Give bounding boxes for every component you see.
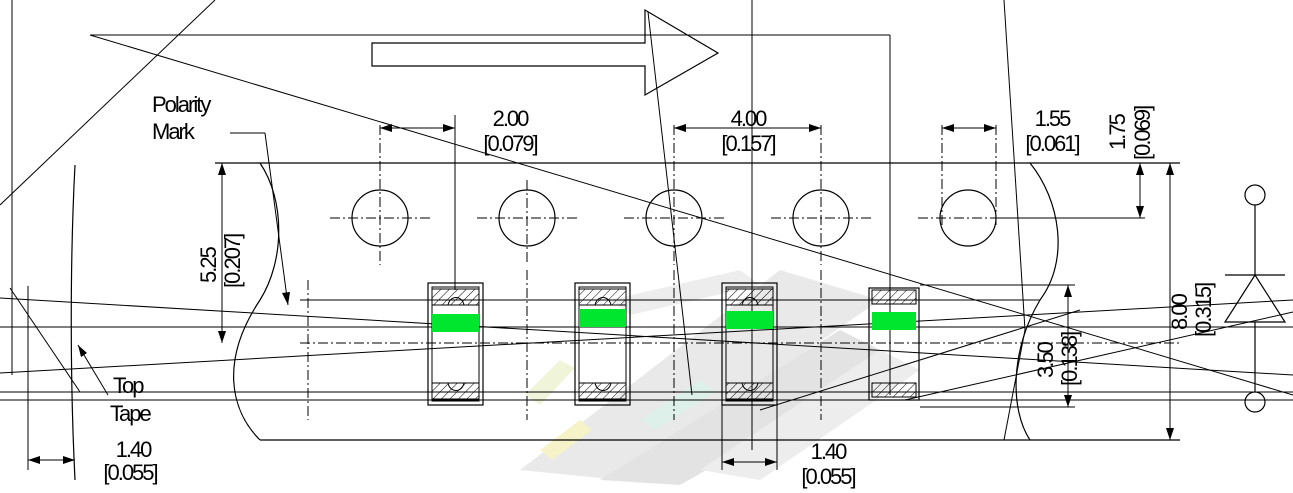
dim-cavity-width-inch: [0.055]: [801, 464, 855, 489]
dim-edge-to-hole-mm: 1.75: [1105, 113, 1130, 150]
dim-pitch-sprocket-inch: [0.157]: [721, 131, 775, 156]
top-label: Top: [113, 373, 144, 398]
dim-hole-to-cavity-inch: [0.207]: [220, 234, 245, 288]
sprocket-hole: [477, 180, 579, 265]
dim-tape-width-inch: [0.315]: [1191, 283, 1216, 337]
dim-cover-thickness-inch: [0.055]: [103, 460, 157, 485]
dim-hole-diameter-mm: 1.55: [1035, 106, 1072, 131]
dim-hole-diameter-inch: [0.061]: [1025, 131, 1079, 156]
component-pocket: [721, 282, 778, 406]
frame-lines: [0, 0, 1293, 450]
sprocket-hole: [330, 125, 432, 265]
polarity-band: [872, 312, 916, 330]
diode-icon: [1223, 184, 1287, 413]
dim-hole-to-cavity-mm: 5.25: [196, 246, 221, 283]
direction-arrow: [371, 8, 720, 97]
tape-label: Tape: [110, 401, 151, 426]
dim-edge-to-hole-inch: [0.069]: [1130, 106, 1155, 160]
carrier-tape: [215, 162, 1180, 441]
dim-cavity-width-mm: 1.40: [811, 439, 848, 464]
dimension-lines: [28, 115, 1174, 470]
dim-cavity-length-mm: 3.50: [1033, 341, 1058, 378]
dim-pitch-small-inch: [0.079]: [483, 131, 537, 156]
dim-cover-thickness-mm: 1.40: [116, 437, 153, 462]
cavity-centerlines: [307, 270, 822, 420]
polarity-band: [579, 309, 626, 327]
polarity-band: [726, 311, 773, 329]
component-pocket: [574, 282, 631, 406]
polarity-band: [432, 314, 479, 332]
dim-tape-width-mm: 8.00: [1167, 293, 1192, 330]
dim-pitch-small-mm: 2.00: [493, 106, 530, 131]
dim-pitch-sprocket-mm: 4.00: [731, 106, 768, 131]
mark-label: Mark: [152, 119, 196, 144]
top-tape-edge: [27, 164, 76, 481]
sprocket-holes: [330, 125, 1020, 265]
polarity-label: Polarity: [152, 92, 211, 117]
sprocket-hole: [918, 125, 1020, 247]
component-pocket: [868, 287, 920, 401]
dim-cavity-length-inch: [0.138]: [1057, 332, 1082, 386]
watermark-streaks: [520, 270, 920, 485]
sprocket-hole: [624, 125, 726, 265]
component-pocket: [427, 282, 484, 406]
sprocket-hole: [771, 125, 873, 265]
